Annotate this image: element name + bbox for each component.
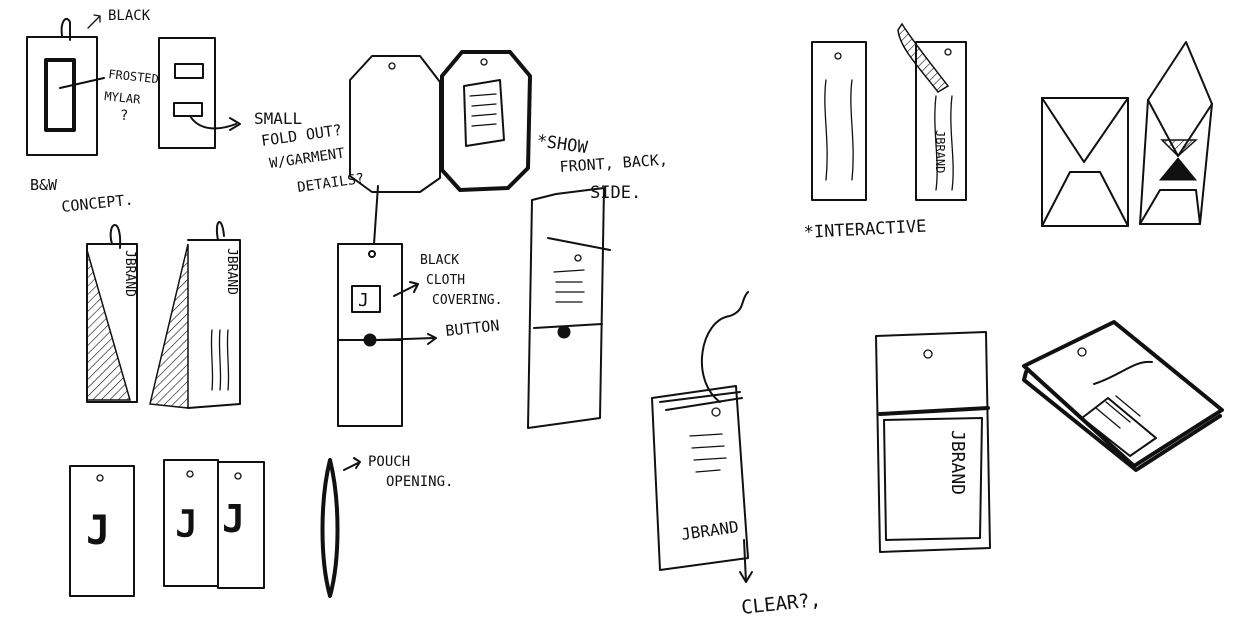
note-pouch-2: OPENING. [386, 474, 453, 490]
front-back-side-tag-sketch [527, 187, 611, 429]
tag-letter-bold: J [222, 497, 245, 541]
jbrand-hatched-tags-sketch: JBRAND JBRAND [86, 221, 241, 409]
note-button: BUTTON [445, 316, 501, 340]
tag-letter-cloth: J [358, 290, 369, 311]
brand-label-pocket: JBRAND [947, 430, 968, 495]
octagon-tag-sketch [349, 50, 532, 193]
note-mylar: MYLAR [104, 89, 142, 107]
note-clear: CLEAR?, [740, 589, 822, 619]
cloth-covering-tag-sketch: J [337, 185, 437, 427]
brand-label-interactive: JBRAND [933, 130, 947, 173]
j-letter-tags-sketch: J J J [69, 459, 265, 597]
interactive-tag-sketch: JBRAND [811, 22, 967, 201]
note-frosted: FROSTED [108, 67, 160, 86]
tag-letter-outline: J [176, 504, 198, 545]
fold-out-tag-sketch [158, 37, 241, 149]
tag-letter-black: J [86, 508, 110, 554]
note-details: DETAILS? [296, 171, 365, 196]
note-show-3: SIDE. [590, 183, 641, 203]
black-arrow [87, 14, 101, 29]
note-mylar-question: ? [120, 108, 128, 124]
brand-label-right: JBRAND [224, 248, 239, 295]
frosted-window-tag-sketch [26, 17, 105, 156]
note-bw-concept-1: B&W [30, 176, 58, 194]
pouch-opening-sketch [320, 457, 361, 598]
note-black: BLACK [108, 8, 151, 24]
note-black-cloth-2: CLOTH [426, 273, 465, 288]
brand-label-pouch: JBRAND [680, 517, 740, 544]
note-with-garment: W/GARMENT [268, 145, 346, 171]
note-interactive: *INTERACTIVE [803, 217, 927, 243]
clear-pouch-sketch: JBRAND [651, 291, 753, 583]
note-small: SMALL [254, 109, 302, 128]
note-black-cloth-1: BLACK [420, 253, 459, 268]
jbrand-pocket-tag-sketch: JBRAND [875, 331, 991, 553]
brand-label-left: JBRAND [122, 250, 137, 297]
note-black-cloth-3: COVERING. [432, 293, 502, 308]
envelope-tags-sketch [1041, 41, 1213, 227]
note-show-1: *SHOW [535, 131, 589, 158]
book-tag-sketch [1022, 320, 1224, 472]
note-pouch-1: POUCH [368, 454, 410, 470]
note-bw-concept-2: CONCEPT. [61, 191, 135, 216]
